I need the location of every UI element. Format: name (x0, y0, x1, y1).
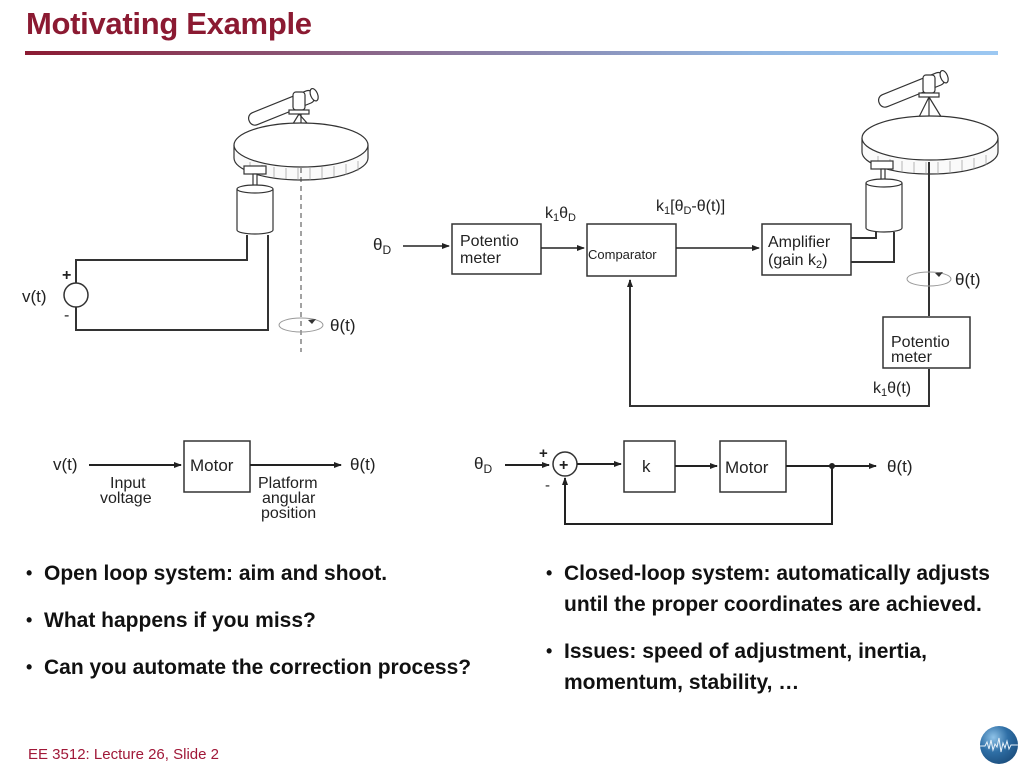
slide-footer: EE 3512: Lecture 26, Slide 2 (28, 746, 219, 763)
rotation-angle-label: θ(t) (330, 316, 356, 335)
ol-output-label: θ(t) (350, 455, 376, 474)
bullet-item: Open loop system: aim and shoot. (26, 558, 486, 589)
comparator-block: Comparator (586, 223, 677, 277)
ol-input-desc-2: voltage (100, 490, 152, 507)
feedback-signal-label: k1θ(t) (873, 380, 911, 399)
svg-text:Potentio: Potentio (460, 233, 519, 250)
pot1-output-label: k1θD (545, 205, 576, 224)
svg-text:+: + (559, 457, 568, 474)
svg-text:k: k (642, 457, 651, 476)
potentiometer-block-1: Potentio meter (451, 223, 542, 275)
summing-junction: + (552, 451, 578, 477)
bullet-item: Can you automate the correction process? (26, 652, 486, 683)
ol-output-desc-3: position (261, 505, 316, 522)
svg-text:meter: meter (460, 250, 502, 267)
svg-text:Comparator: Comparator (588, 247, 657, 262)
right-bullet-list: Closed-loop system: automatically adjust… (546, 558, 996, 714)
desired-angle-input: θD (373, 235, 391, 257)
open-loop-physical-diagram: v(t) + - θ(t) (22, 87, 369, 352)
cl-output-label: θ(t) (887, 457, 913, 476)
bullet-item: Closed-loop system: automatically adjust… (546, 558, 996, 620)
cl-input-label: θD (474, 454, 492, 476)
voltage-source-icon (63, 282, 89, 308)
ol-input-desc-1: Input (110, 475, 146, 492)
motor-icon-2 (865, 168, 903, 233)
svg-text:Motor: Motor (725, 458, 769, 477)
rotation-arrow-icon (278, 317, 324, 333)
slide-title: Motivating Example (26, 6, 312, 41)
left-bullet-list: Open loop system: aim and shoot. What ha… (26, 558, 486, 699)
minus-terminal: - (64, 307, 69, 324)
plus-terminal: + (62, 267, 71, 284)
svg-text:Motor: Motor (190, 456, 234, 475)
ol-output-desc-2: angular (262, 490, 316, 507)
gain-block: k (623, 440, 676, 493)
diagram-canvas: v(t) + - θ(t) θD Potentio meter k1θD Com… (22, 69, 999, 525)
svg-text:Potentio: Potentio (891, 334, 950, 351)
bullet-item: Issues: speed of adjustment, inertia, mo… (546, 636, 996, 698)
rotation-arrow-icon-2 (906, 271, 952, 287)
cl-plus-sign: + (539, 445, 548, 462)
ol-input-label: v(t) (53, 455, 78, 474)
svg-text:meter: meter (891, 349, 933, 366)
cl-motor-block: Motor (719, 440, 787, 493)
telescope-icon-2 (878, 69, 952, 142)
svg-text:(gain k2): (gain k2) (768, 252, 827, 271)
voltage-source-label: v(t) (22, 287, 47, 306)
circuit-wires (75, 235, 269, 331)
open-loop-block-diagram: v(t) Input voltage Motor θ(t) Platform a… (53, 440, 376, 522)
globe-waveform-logo-icon (980, 726, 1018, 764)
bullet-item: What happens if you miss? (26, 605, 486, 636)
error-signal-label: k1[θD-θ(t)] (656, 198, 725, 217)
closed-loop-block-diagram: θD + - + k Motor θ(t) (474, 440, 913, 525)
turntable-icon (233, 122, 369, 181)
ol-output-desc-1: Platform (258, 475, 318, 492)
motor-icon (236, 173, 274, 235)
turntable-icon-2 (861, 115, 999, 175)
amplifier-block: Amplifier (gain k2) (761, 223, 852, 276)
ol-motor-block: Motor (183, 440, 251, 493)
closed-loop-physical-diagram: θD Potentio meter k1θD Comparator k1[θD-… (373, 69, 999, 407)
cl-minus-sign: - (545, 477, 550, 494)
rotation-angle-label-2: θ(t) (955, 270, 981, 289)
svg-text:Amplifier: Amplifier (768, 234, 831, 251)
title-underline (25, 51, 998, 55)
potentiometer-block-2: Potentio meter (882, 316, 971, 369)
